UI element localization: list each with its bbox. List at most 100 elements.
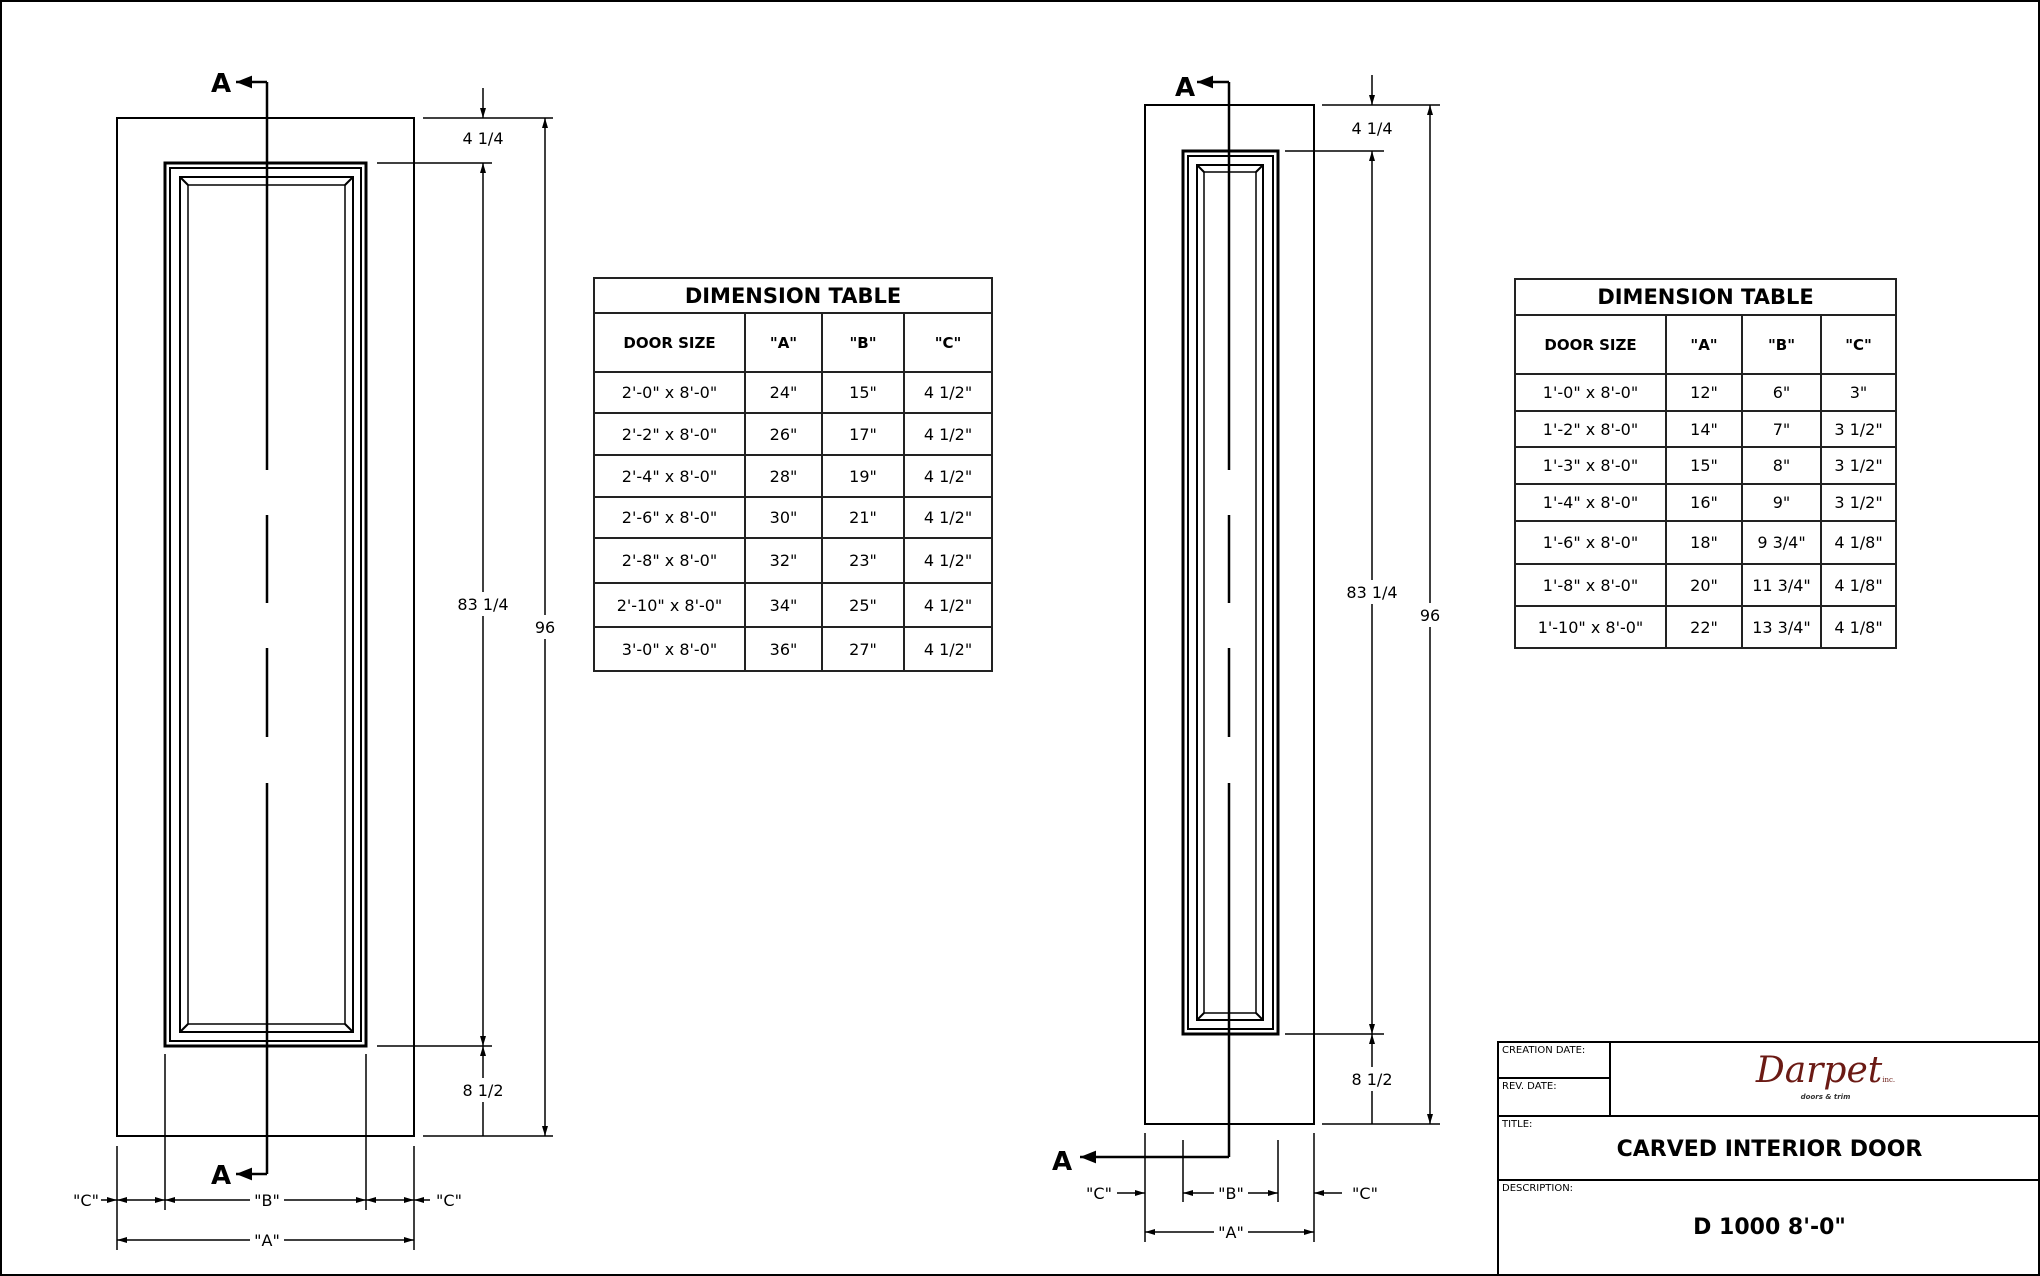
right-section-line [1080, 75, 1231, 1164]
table-cell: 4 1/8" [1819, 563, 1898, 607]
table-cell: 3 1/2" [1819, 410, 1898, 448]
table-row: 2'-6" x 8'-0"30"21"4 1/2" [593, 496, 994, 539]
table-cell: 8" [1741, 446, 1822, 485]
table-cell: 1'-8" x 8'-0" [1514, 563, 1667, 607]
table-cell: 21" [821, 496, 905, 539]
drawing-description: D 1000 8'-0" [1693, 1215, 1846, 1240]
table-cell: 36" [744, 626, 823, 672]
left-section-line [236, 75, 269, 1181]
table-cell: 23" [821, 537, 905, 584]
stile-width-label: "C" [436, 1191, 462, 1210]
top-rail-dimension: 4 1/4 [1351, 119, 1392, 138]
left-door [116, 117, 415, 1137]
panel-height-dimension: 83 1/4 [457, 595, 508, 614]
column-header: "B" [1741, 314, 1822, 375]
table-cell: 11 3/4" [1741, 563, 1822, 607]
rev-date-cell: REV. DATE: [1499, 1079, 1611, 1115]
description-label: DESCRIPTION: [1502, 1183, 1574, 1194]
bottom-rail-dimension: 8 1/2 [462, 1081, 503, 1100]
table-row: 1'-0" x 8'-0"12"6"3" [1514, 373, 1898, 412]
section-marker: A [1052, 1147, 1072, 1177]
table-cell: 1'-4" x 8'-0" [1514, 483, 1667, 522]
table-cell: 34" [744, 582, 823, 628]
table-cell: 27" [821, 626, 905, 672]
table-cell: 3 1/2" [1819, 483, 1898, 522]
table-cell: 16" [1665, 483, 1743, 522]
table-cell: 15" [1665, 446, 1743, 485]
table-cell: 2'-4" x 8'-0" [593, 454, 746, 498]
table-row: 1'-10" x 8'-0"22"13 3/4"4 1/8" [1514, 605, 1898, 649]
drawing-title: CARVED INTERIOR DOOR [1616, 1137, 1923, 1162]
table-cell: 3'-0" x 8'-0" [593, 626, 746, 672]
table-cell: 4 1/2" [902, 496, 994, 539]
table-row: 1'-3" x 8'-0"15"8"3 1/2" [1514, 446, 1898, 485]
table-cell: 2'-8" x 8'-0" [593, 537, 746, 584]
bottom-rail-dimension: 8 1/2 [1351, 1070, 1392, 1089]
table-cell: 2'-0" x 8'-0" [593, 371, 746, 414]
table-title: DIMENSION TABLE [592, 277, 994, 314]
table-cell: 26" [744, 412, 823, 456]
column-header: "B" [821, 312, 905, 373]
panel-width-label: "B" [1218, 1184, 1244, 1203]
overall-height-dimension: 96 [535, 618, 555, 637]
dimension-table-left: DIMENSION TABLE DOOR SIZE "A" "B" "C" 2'… [592, 277, 994, 672]
table-row: 2'-0" x 8'-0"24"15"4 1/2" [593, 371, 994, 414]
logo-name: Darpet [1755, 1050, 1883, 1091]
table-cell: 4 1/8" [1819, 605, 1898, 649]
table-cell: 24" [744, 371, 823, 414]
table-row: 1'-4" x 8'-0"16"9"3 1/2" [1514, 483, 1898, 522]
table-row: 2'-4" x 8'-0"28"19"4 1/2" [593, 454, 994, 498]
section-marker: A [1175, 73, 1195, 103]
table-cell: 2'-10" x 8'-0" [593, 582, 746, 628]
table-cell: 6" [1741, 373, 1822, 412]
table-cell: 20" [1665, 563, 1743, 607]
creation-date-cell: CREATION DATE: [1499, 1043, 1611, 1079]
column-header: DOOR SIZE [593, 312, 746, 373]
table-row: 1'-6" x 8'-0"18"9 3/4"4 1/8" [1514, 520, 1898, 565]
left-dimension-lines [101, 88, 553, 1250]
section-marker: A [211, 69, 231, 99]
column-header: "A" [1665, 314, 1743, 375]
table-cell: 17" [821, 412, 905, 456]
section-marker: A [211, 1161, 231, 1191]
table-cell: 15" [821, 371, 905, 414]
table-cell: 2'-2" x 8'-0" [593, 412, 746, 456]
table-cell: 4 1/2" [902, 371, 994, 414]
table-cell: 4 1/2" [902, 454, 994, 498]
column-header: "C" [1819, 314, 1898, 375]
table-cell: 28" [744, 454, 823, 498]
table-cell: 30" [744, 496, 823, 539]
table-cell: 14" [1665, 410, 1743, 448]
creation-date-label: CREATION DATE: [1502, 1045, 1586, 1056]
table-cell: 19" [821, 454, 905, 498]
stile-width-label: "C" [73, 1191, 99, 1210]
table-cell: 18" [1665, 520, 1743, 565]
table-cell: 4 1/2" [902, 537, 994, 584]
table-cell: 4 1/8" [1819, 520, 1898, 565]
stile-width-label: "C" [1352, 1184, 1378, 1203]
table-cell: 4 1/2" [902, 626, 994, 672]
table-cell: 1'-3" x 8'-0" [1514, 446, 1667, 485]
title-cell: TITLE: CARVED INTERIOR DOOR [1499, 1115, 2040, 1179]
table-cell: 4 1/2" [902, 582, 994, 628]
table-cell: 9 3/4" [1741, 520, 1822, 565]
column-header: "A" [744, 312, 823, 373]
dimension-table-right: DIMENSION TABLE DOOR SIZE "A" "B" "C" 1'… [1513, 278, 1898, 649]
table-row: 2'-8" x 8'-0"32"23"4 1/2" [593, 537, 994, 584]
table-cell: 3 1/2" [1819, 446, 1898, 485]
panel-height-dimension: 83 1/4 [1346, 583, 1397, 602]
table-cell: 13 3/4" [1741, 605, 1822, 649]
overall-width-label: "A" [254, 1231, 280, 1250]
table-row: 2'-2" x 8'-0"26"17"4 1/2" [593, 412, 994, 456]
stile-width-label: "C" [1086, 1184, 1112, 1203]
table-cell: 32" [744, 537, 823, 584]
column-header: DOOR SIZE [1514, 314, 1667, 375]
dimension-labels: A A A A 4 1/4 83 1/4 96 8 1/2 "C" "B" "C… [73, 69, 1443, 1250]
table-row: 1'-2" x 8'-0"14"7"3 1/2" [1514, 410, 1898, 448]
table-cell: 1'-6" x 8'-0" [1514, 520, 1667, 565]
table-cell: 22" [1665, 605, 1743, 649]
overall-height-dimension: 96 [1420, 606, 1440, 625]
table-cell: 25" [821, 582, 905, 628]
